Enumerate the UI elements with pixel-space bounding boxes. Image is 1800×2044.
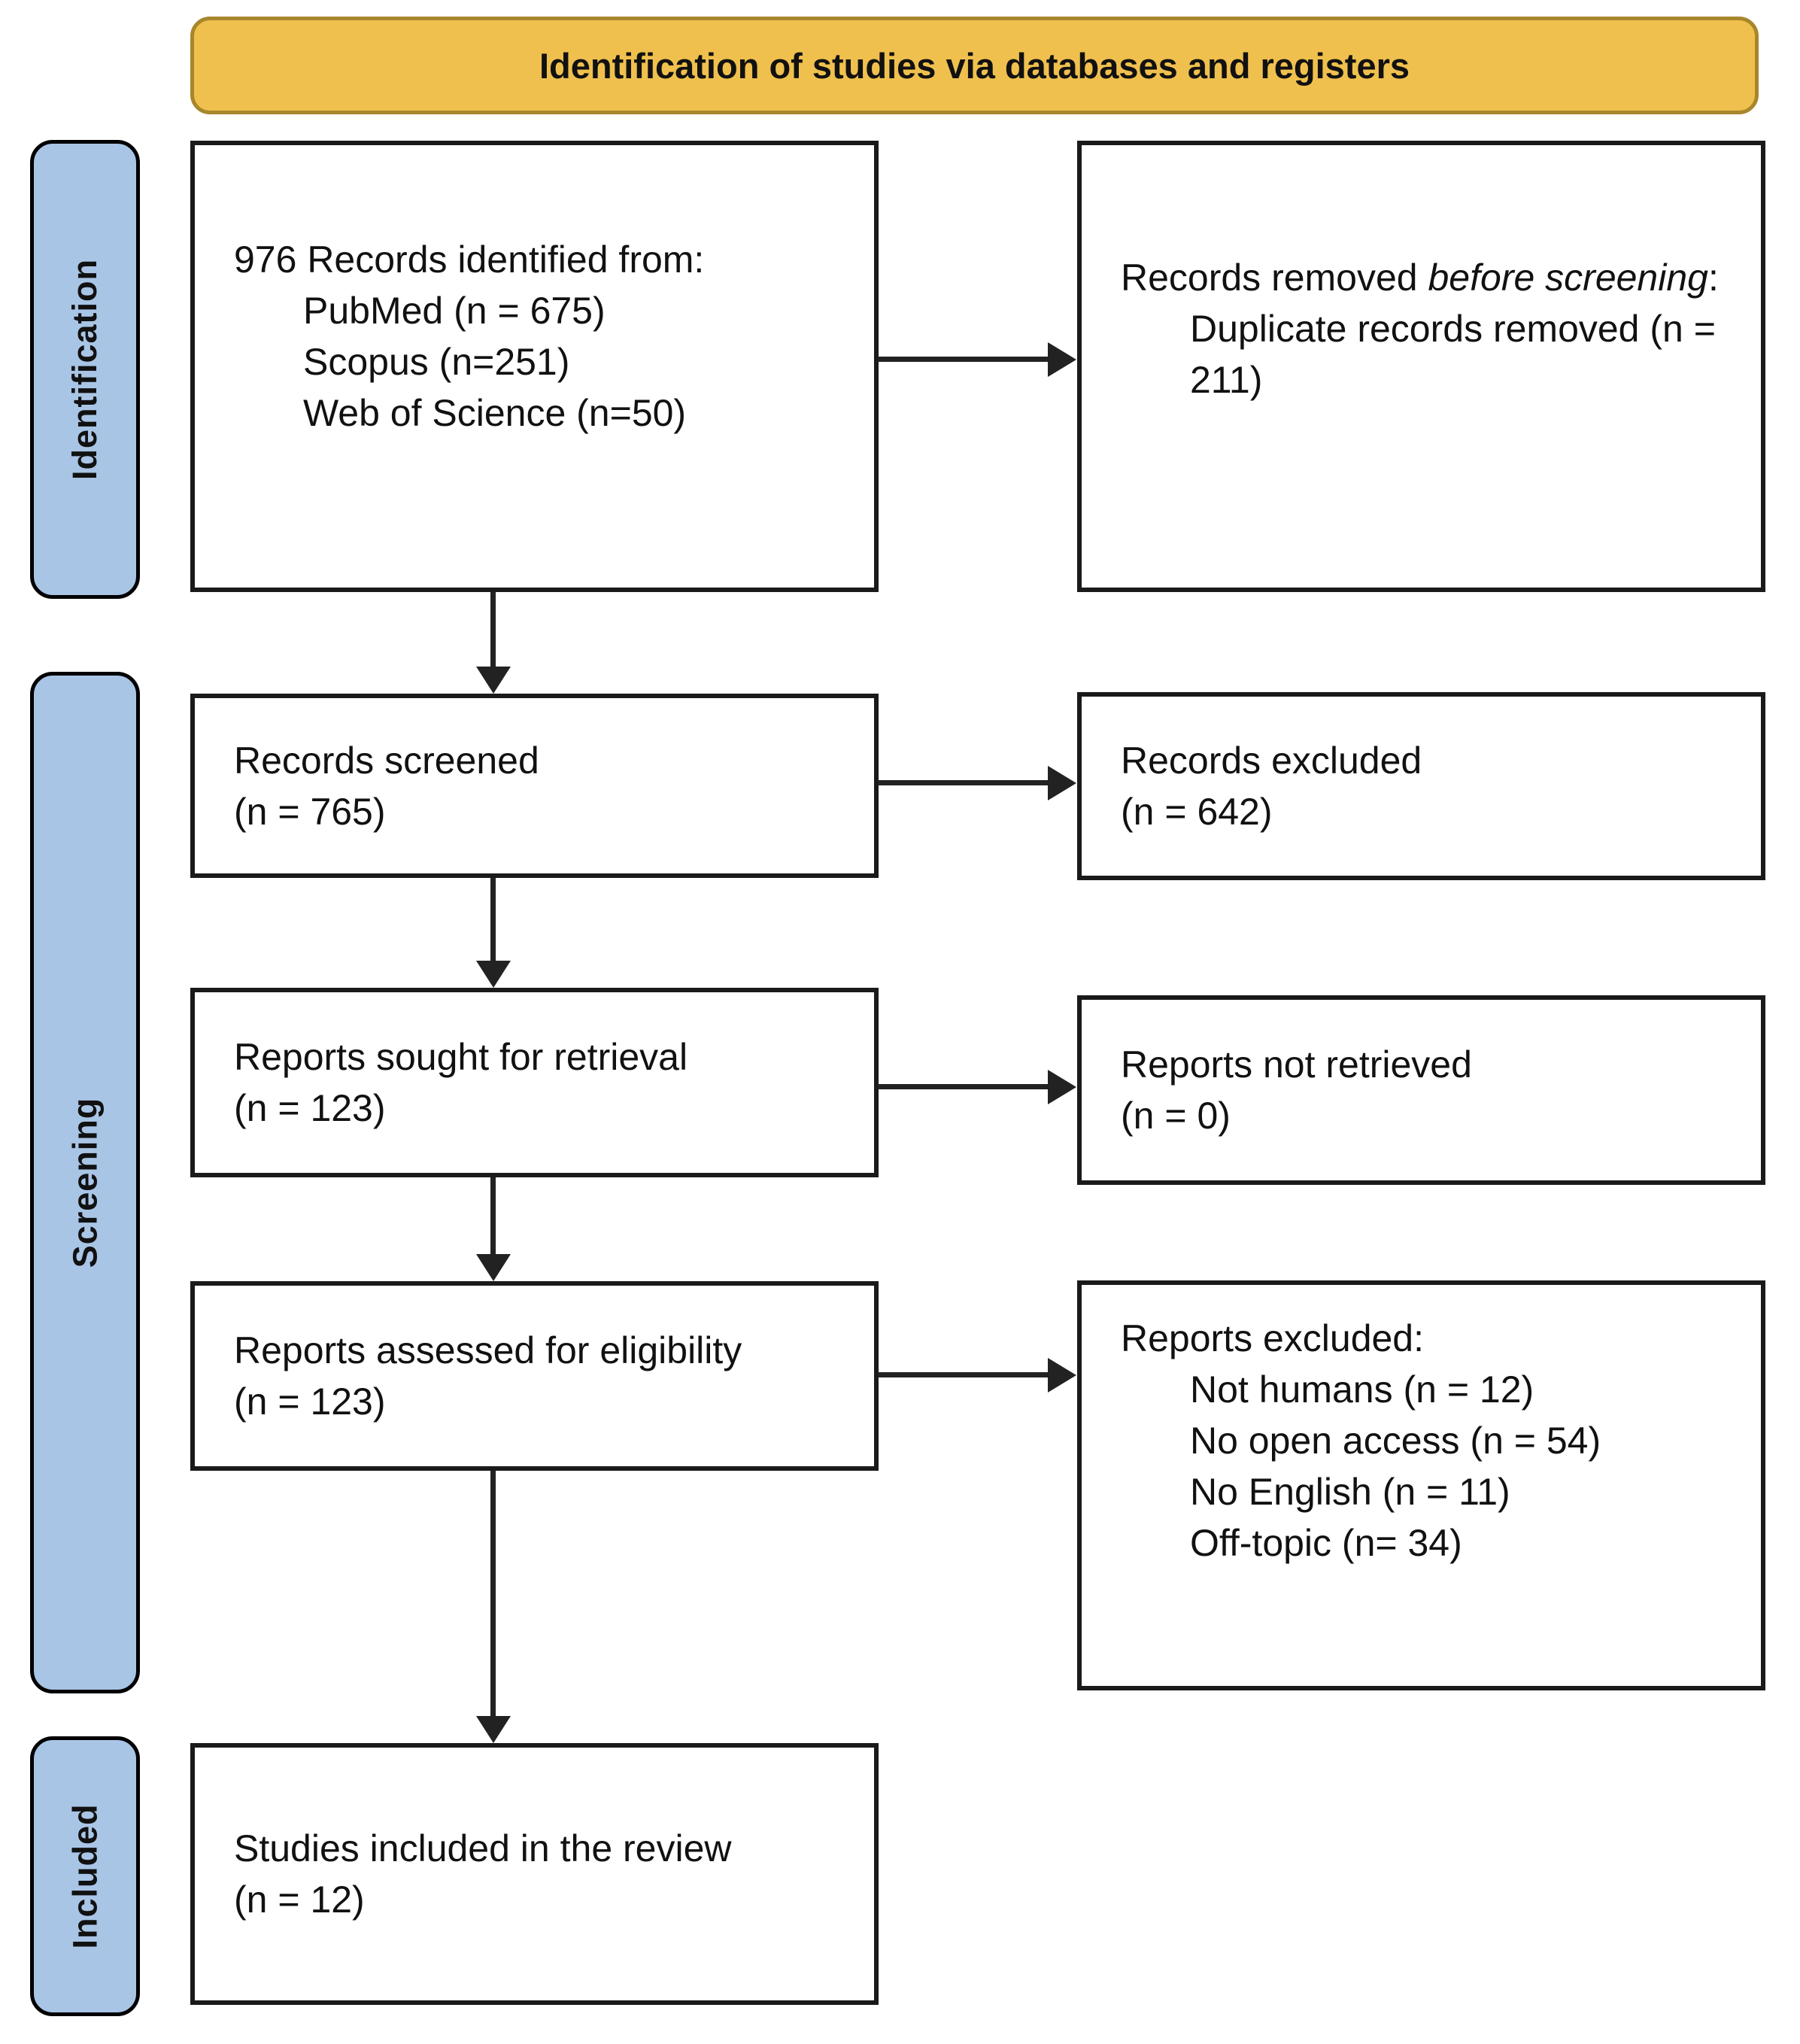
arrow-right-icon	[1048, 1357, 1076, 1393]
stage-label-text: Screening	[65, 1097, 105, 1268]
box-reports-sought: Reports sought for retrieval (n = 123)	[190, 988, 879, 1177]
box-records-identified: 976 Records identified from: PubMed (n =…	[190, 141, 879, 592]
box-sub-line: PubMed (n = 675)	[303, 290, 606, 332]
box-line: Reports not retrieved	[1121, 1043, 1472, 1086]
box-sub-line: Off-topic (n= 34)	[1190, 1521, 1462, 1564]
box-reports-not-retrieved: Reports not retrieved (n = 0)	[1077, 995, 1765, 1185]
box-line: Records excluded	[1121, 740, 1422, 782]
box-reports-assessed: Reports assessed for eligibility (n = 12…	[190, 1281, 879, 1471]
diagram-title-banner: Identification of studies via databases …	[190, 17, 1759, 114]
stage-label-identification: Identification	[30, 140, 140, 599]
box-line: Records screened	[234, 739, 539, 782]
box-line-italic-text: before screening	[1428, 257, 1708, 299]
box-line: (n = 123)	[234, 1380, 386, 1423]
box-sub-line: No open access (n = 54)	[1190, 1419, 1601, 1462]
arrow-sought-to-assessed	[475, 1177, 511, 1281]
box-line-text: :	[1707, 257, 1719, 299]
box-line: 976 Records identified from:	[234, 238, 705, 281]
stage-label-text: Identification	[65, 259, 104, 480]
box-studies-included: Studies included in the review (n = 12)	[190, 1743, 879, 2005]
arrow-assessed-to-included	[475, 1471, 511, 1743]
stage-label-text: Included	[65, 1803, 105, 1949]
box-line: (n = 123)	[234, 1087, 386, 1129]
box-records-removed-before-screening: Records removed before screening: Duplic…	[1077, 141, 1765, 592]
arrow-screened-to-excluded	[878, 765, 1076, 800]
box-line: Reports excluded:	[1121, 1317, 1425, 1359]
box-line: Studies included in the review	[234, 1827, 732, 1869]
box-sub-line: Duplicate records removed (n = 211)	[1190, 308, 1716, 401]
box-line: Records removed before screening:	[1121, 252, 1738, 303]
box-records-excluded: Records excluded (n = 642)	[1077, 692, 1765, 880]
arrow-identified-to-screened	[475, 592, 511, 694]
arrow-right-icon	[1048, 342, 1076, 377]
arrow-assessed-to-reports-excluded	[878, 1357, 1076, 1393]
box-sub-line: No English (n = 11)	[1190, 1470, 1510, 1513]
arrow-screened-to-sought	[475, 878, 511, 988]
stage-label-included: Included	[30, 1736, 140, 2016]
diagram-title: Identification of studies via databases …	[539, 45, 1410, 86]
box-line: (n = 0)	[1121, 1095, 1231, 1137]
box-reports-excluded-reasons: Reports excluded: Not humans (n = 12) No…	[1077, 1280, 1765, 1690]
box-sub-line: Not humans (n = 12)	[1190, 1368, 1534, 1411]
box-line: (n = 765)	[234, 790, 386, 833]
arrow-right-icon	[1048, 1069, 1076, 1104]
arrow-identified-to-removed	[878, 342, 1076, 377]
arrow-down-icon	[475, 1254, 511, 1281]
box-sub-line: Web of Science (n=50)	[303, 392, 687, 434]
stage-label-screening: Screening	[30, 672, 140, 1693]
box-line: (n = 12)	[234, 1878, 365, 1921]
box-line-text: Records removed	[1121, 257, 1428, 299]
arrow-down-icon	[475, 1716, 511, 1743]
arrow-down-icon	[475, 961, 511, 988]
box-sub-line: Scopus (n=251)	[303, 341, 570, 383]
box-line: Reports sought for retrieval	[234, 1036, 688, 1078]
arrow-right-icon	[1048, 765, 1076, 800]
box-line: (n = 642)	[1121, 791, 1273, 833]
arrow-down-icon	[475, 667, 511, 694]
box-records-screened: Records screened (n = 765)	[190, 694, 879, 878]
arrow-sought-to-not-retrieved	[878, 1069, 1076, 1104]
box-line: Reports assessed for eligibility	[234, 1329, 742, 1371]
